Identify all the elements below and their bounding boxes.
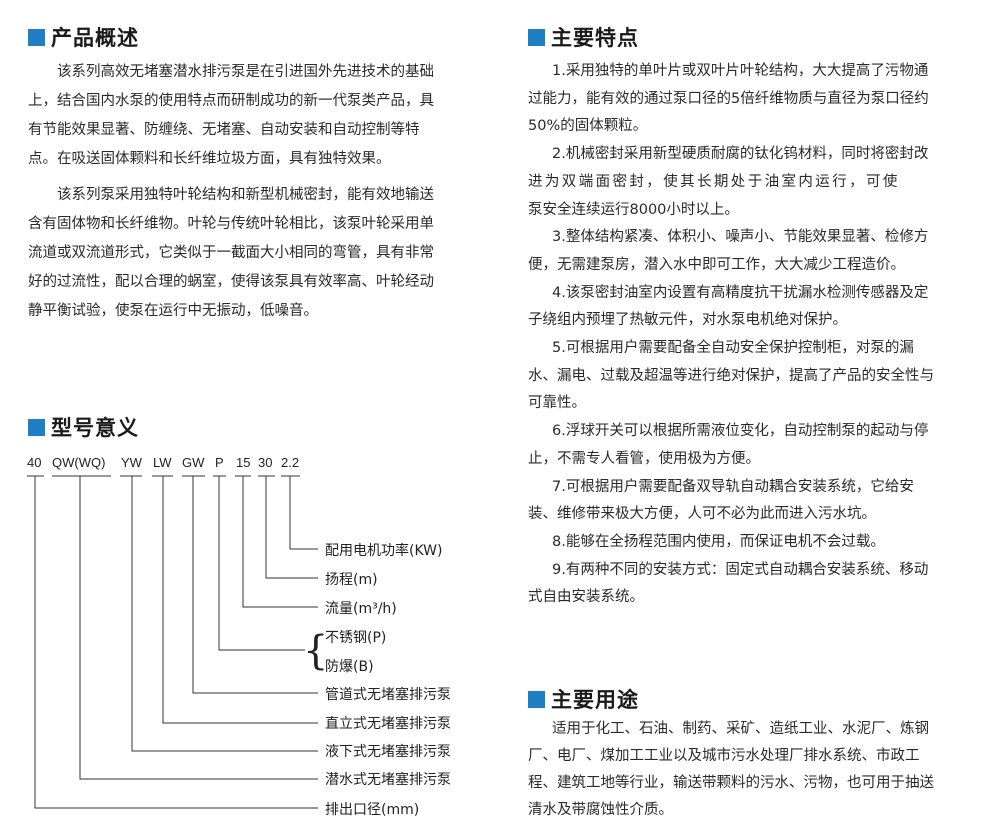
code-head: 30 — [258, 455, 273, 470]
usage-title-text: 主要用途 — [551, 688, 639, 712]
label-explosion: 防爆(B) — [325, 659, 374, 675]
text-line: 止，不需专人看管，使用极为方便。 — [528, 450, 760, 467]
text-line: 子绕组内预埋了热敏元件，对水泵电机绝对保护。 — [528, 312, 847, 329]
model-diagram-lines — [27, 475, 318, 809]
text-line: 过能力，能有效的通过泵口径的5倍纤维物质与直径为泵口径约 — [528, 90, 929, 107]
text-line: 泵安全连续运行8000小时以上。 — [528, 201, 739, 218]
code-material: P — [215, 455, 224, 470]
label-underwater: 液下式无堵塞排污泵 — [325, 744, 451, 760]
label-vertical: 直立式无堵塞排污泵 — [325, 716, 451, 732]
blue-square-icon — [28, 28, 45, 46]
label-head: 扬程(m) — [325, 572, 378, 588]
label-submersible: 潜水式无堵塞排污泵 — [325, 772, 451, 788]
text-line: 8.能够在全扬程范围内使用，而保证电机不会过载。 — [552, 533, 885, 550]
text-line: 该系列高效无堵塞潜水排污泵是在引进国外先进技术的基础 — [57, 64, 434, 80]
features-title-text: 主要特点 — [551, 26, 639, 50]
model-title-text: 型号意义 — [51, 416, 139, 440]
text-line: 50%的固体颗粒。 — [528, 118, 648, 135]
label-stainless: 不锈钢(P) — [325, 630, 387, 646]
label-pipeline: 管道式无堵塞排污泵 — [325, 687, 451, 703]
text-line: 该系列泵采用独特叶轮结构和新型机械密封，能有效地输送 — [57, 187, 434, 203]
text-line: 装、维修带来极大方便，人可不必为此而进入污水坑。 — [528, 506, 876, 523]
features-title: 主要特点 — [528, 22, 639, 52]
text-line: 7.可根据用户需要配备双导轨自动耦合安装系统，它给安 — [552, 478, 914, 495]
code-flow: 15 — [236, 455, 251, 470]
brace-symbol: { — [303, 628, 329, 674]
code-pipeline: GW — [182, 455, 205, 470]
text-line: 便，无需建泵房，潜入水中即可工作，大大减少工程造价。 — [528, 256, 905, 273]
usage-title: 主要用途 — [528, 684, 639, 714]
code-submersible: QW(WQ) — [52, 455, 106, 470]
text-line: 清水及带腐蚀性介质。 — [528, 802, 673, 818]
text-line: 上，结合国内水泵的使用特点而研制成功的新一代泵类产品，具 — [28, 93, 434, 109]
label-caliber: 排出口径(mm) — [325, 802, 420, 818]
blue-square-icon — [28, 418, 45, 436]
text-line: 好的过流性，配以合理的蜗室，使得该泵具有效率高、叶轮经动 — [28, 274, 434, 290]
blue-square-icon — [528, 28, 545, 46]
overview-paragraph-2: 该系列泵采用独特叶轮结构和新型机械密封，能有效地输送 含有固体物和长纤维物。叶轮… — [28, 181, 474, 326]
text-line: 9.有两种不同的安装方式：固定式自动耦合安装系统、移动 — [552, 561, 929, 578]
text-line: 流道或双流道形式，它类似于一截面大小相同的弯管，具有非常 — [28, 245, 434, 261]
text-line: 式自由安装系统。 — [528, 589, 644, 606]
text-line: 5.可根据用户需要配备全自动安全保护控制柜，对泵的漏 — [552, 340, 914, 357]
text-line: 静平衡试验，使泵在运行中无振动，低噪音。 — [28, 303, 318, 319]
text-line: 程、建筑工地等行业，输送带颗料的污水、污物，也可用于抽送 — [528, 775, 934, 791]
text-line: 3.整体结构紧凑、体积小、噪声小、节能效果显著、检修方 — [552, 229, 929, 246]
label-flow: 流量(m³/h) — [325, 601, 397, 617]
text-line: 4.该泵密封油室内设置有高精度抗干扰漏水检测传感器及定 — [552, 284, 929, 301]
blue-square-icon — [528, 690, 545, 708]
label-motor-power: 配用电机功率(KW) — [325, 543, 443, 559]
text-line: 含有固体物和长纤维物。叶轮与传统叶轮相比，该泵叶轮采用单 — [28, 216, 434, 232]
overview-paragraph-1: 该系列高效无堵塞潜水排污泵是在引进国外先进技术的基础 上，结合国内水泵的使用特点… — [28, 58, 474, 174]
code-underwater: YW — [121, 455, 142, 470]
code-caliber: 40 — [27, 455, 42, 470]
model-title: 型号意义 — [28, 412, 139, 442]
text-line: 进为双端面密封，使其长期处于油室内运行，可使 — [528, 173, 900, 190]
text-line: 点。在吸送固体颗料和长纤维垃圾方面，具有独特效果。 — [28, 151, 391, 167]
text-line: 1.采用独特的单叶片或双叶片叶轮结构，大大提高了污物通 — [552, 63, 929, 79]
text-line: 可靠性。 — [528, 395, 586, 412]
overview-title-text: 产品概述 — [51, 26, 139, 50]
features-list: 1.采用独特的单叶片或双叶片叶轮结构，大大提高了污物通 过能力，能有效的通过泵口… — [528, 58, 974, 612]
usage-paragraph: 适用于化工、石油、制药、采矿、造纸工业、水泥厂、炼钢 厂、电厂、煤加工工业以及城… — [528, 716, 974, 824]
text-line: 厂、电厂、煤加工工业以及城市污水处理厂排水系统、市政工 — [528, 748, 920, 764]
code-vertical: LW — [153, 455, 172, 470]
text-line: 6.浮球开关可以根据所需液位变化，自动控制泵的起动与停 — [552, 423, 929, 440]
text-line: 适用于化工、石油、制药、采矿、造纸工业、水泥厂、炼钢 — [552, 721, 929, 737]
text-line: 水、漏电、过载及超温等进行绝对保护，提高了产品的安全性与 — [528, 367, 934, 384]
code-power: 2.2 — [281, 455, 300, 470]
text-line: 2.机械密封采用新型硬质耐腐的钛化钨材料，同时将密封改 — [552, 146, 929, 163]
overview-title: 产品概述 — [28, 22, 139, 52]
text-line: 有节能效果显著、防缠绕、无堵塞、自动安装和自动控制等特 — [28, 122, 420, 138]
